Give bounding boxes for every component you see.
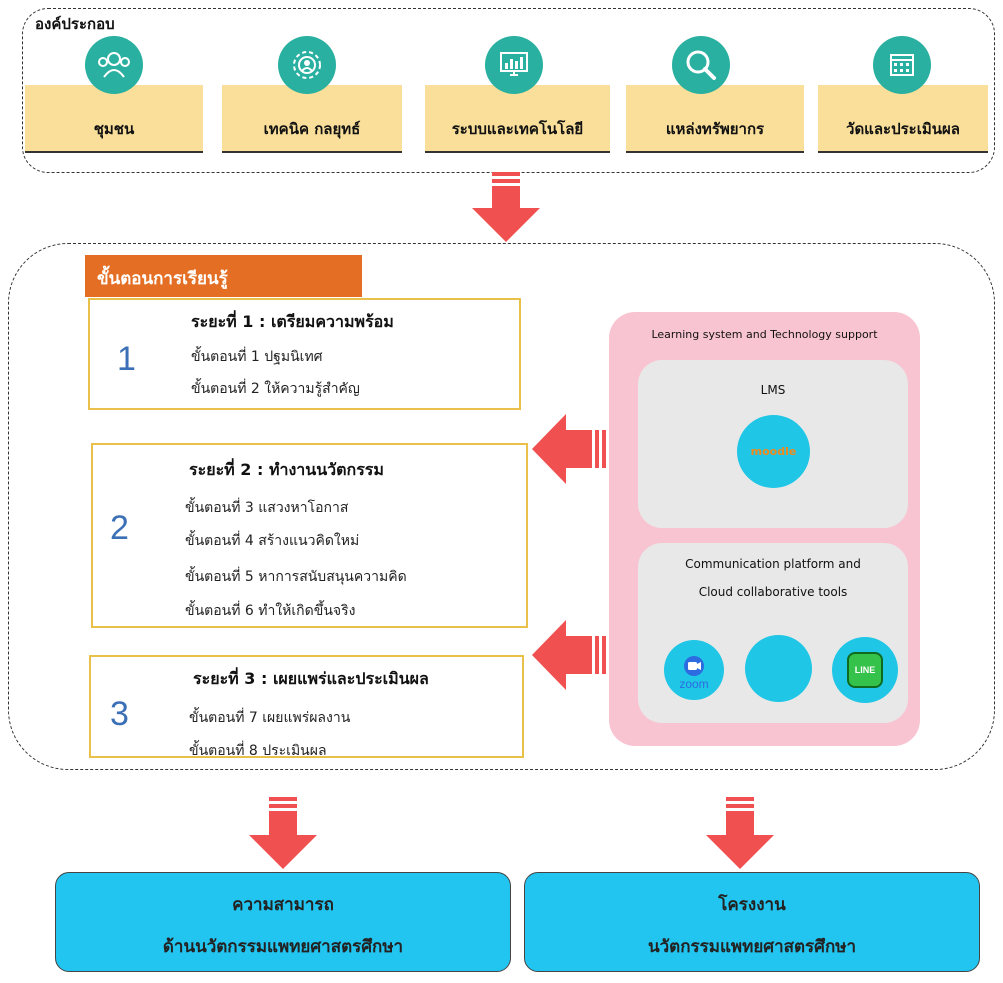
component-technology: ระบบและเทคโนโลยี [425,85,610,153]
outcome-2-line-1: โครงงาน [718,895,786,915]
support-title: Learning system and Technology support [651,328,878,341]
outcome-1-line-1: ความสามารถ [232,895,334,915]
stage-3-box [89,655,524,758]
stage-step: ขั้นตอนที่ 4 สร้างแนวคิดใหม่ [185,533,360,549]
component-strategy: เทคนิค กลยุทธ์ [222,85,402,153]
calendar-icon [873,36,931,94]
computer-chart-icon [485,36,543,94]
zoom-icon: zoom [664,640,724,700]
component-label: วัดและประเมินผล [846,120,960,138]
component-label: ชุมชน [93,120,135,138]
outcome-1-line-2: ด้านนวัตกรรมแพทยศาสตรศึกษา [162,937,404,957]
stage-1-heading: ระยะที่ 1 : เตรียมความพร้อม [191,312,394,331]
stage-2-heading: ระยะที่ 2 : ทำงานนวัตกรรม [189,460,384,479]
stage-2-box [91,443,528,628]
moodle-logo-icon: moodle [737,415,810,488]
moodle-logo-text: moodle [750,445,797,458]
component-resources: แหล่งทรัพยากร [626,85,804,153]
components-title: องค์ประกอบ [35,15,115,33]
lms-label: LMS [760,383,786,397]
outcome-competency-box: ความสามารถ ด้านนวัตกรรมแพทยศาสตรศึกษา [55,872,511,972]
arrow-down-components [472,172,540,242]
arrow-down-outcome-2 [706,797,774,869]
learning-title: ขั้นตอนการเรียนรู้ [85,255,362,297]
line-app-icon: LINE [832,637,898,703]
stage-step: ขั้นตอนที่ 7 เผยแพร่ผลงาน [189,710,351,726]
outcome-2-line-2: นวัตกรรมแพทยศาสตรศึกษา [647,937,857,957]
component-label: แหล่งทรัพยากร [665,120,765,138]
learning-section [8,243,995,770]
stage-step: ขั้นตอนที่ 3 แสวงหาโอกาส [185,500,349,516]
stage-step: ขั้นตอนที่ 8 ประเมินผล [189,743,327,759]
zoom-logo-text: zoom [679,677,708,691]
component-label: เทคนิค กลยุทธ์ [263,120,361,138]
magnifier-icon [672,36,730,94]
strategy-gear-icon [278,36,336,94]
line-logo-text: LINE [854,665,876,675]
cloud-tool-icon [745,635,812,702]
comm-line-1: Communication platform and [685,557,861,571]
arrow-left-comm [532,620,606,690]
stage-1-number: 1 [117,340,136,378]
stage-3-heading: ระยะที่ 3 : เผยแพร่และประเมินผล [193,669,429,688]
stage-step: ขั้นตอนที่ 6 ทำให้เกิดขึ้นจริง [185,603,356,619]
stage-step: ขั้นตอนที่ 5 หาการสนับสนุนความคิด [185,569,407,585]
stage-2-number: 2 [110,509,129,547]
component-label: ระบบและเทคโนโลยี [451,120,584,138]
comm-line-2: Cloud collaborative tools [698,585,848,599]
stage-1-box [88,298,521,410]
outcome-project-box: โครงงาน นวัตกรรมแพทยศาสตรศึกษา [524,872,980,972]
arrow-left-lms [532,414,606,484]
stage-3-number: 3 [110,695,129,733]
arrow-down-outcome-1 [249,797,317,869]
stage-step: ขั้นตอนที่ 1 ปฐมนิเทศ [191,349,323,365]
community-icon [85,36,143,94]
component-evaluation: วัดและประเมินผล [818,85,988,153]
component-community: ชุมชน [25,85,203,153]
stage-step: ขั้นตอนที่ 2 ให้ความรู้สำคัญ [191,381,360,397]
